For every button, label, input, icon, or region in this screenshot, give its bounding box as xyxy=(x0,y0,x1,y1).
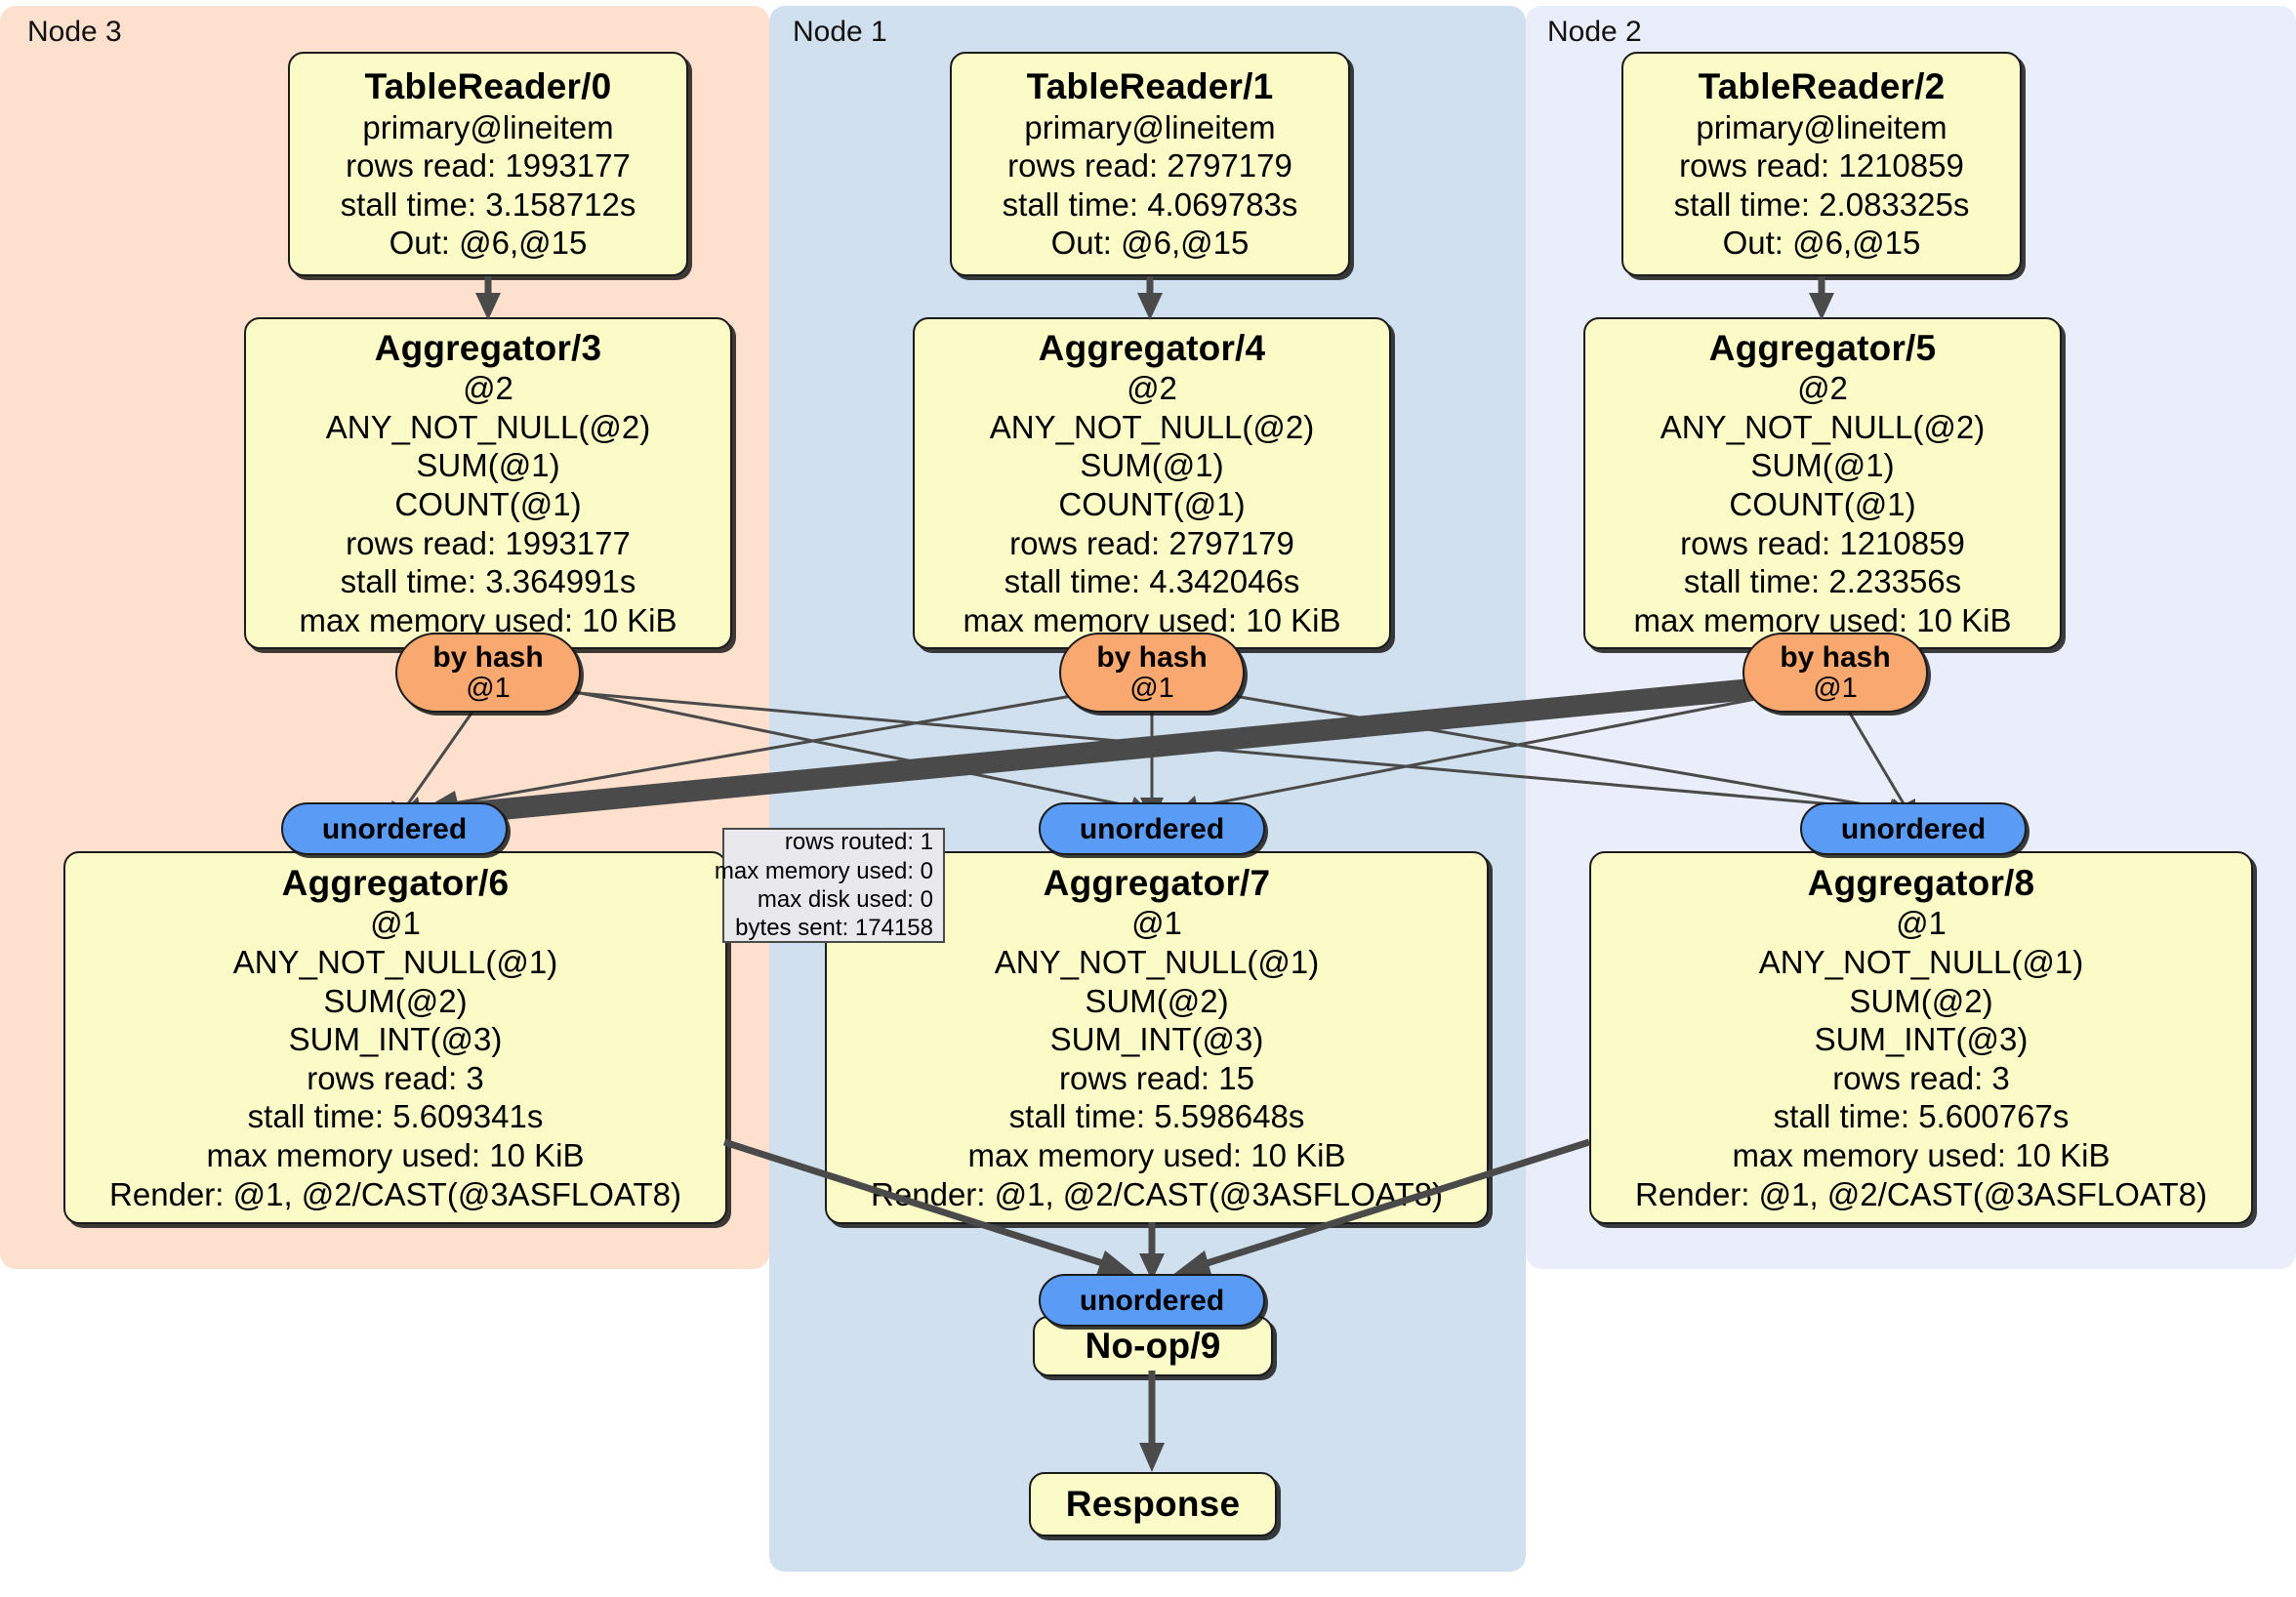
processor-title: Aggregator/5 xyxy=(1708,327,1937,368)
tooltip-line: max disk used: 0 xyxy=(757,886,933,913)
router-column-label: @1 xyxy=(1129,672,1174,704)
processor-detail: rows read: 2797179 xyxy=(1007,147,1292,184)
processor-title: Aggregator/7 xyxy=(1043,862,1271,903)
processor-title: Aggregator/4 xyxy=(1038,327,1266,368)
tooltip-line: rows routed: 1 xyxy=(784,829,933,856)
processor-detail: rows read: 1210859 xyxy=(1680,524,1965,561)
router-by-hash-center[interactable]: by hash @1 xyxy=(1059,633,1245,713)
router-column-label: @1 xyxy=(466,672,511,704)
processor-detail: stall time: 5.600767s xyxy=(1773,1098,2070,1135)
processor-title: TableReader/0 xyxy=(364,65,612,106)
processor-title: No-op/9 xyxy=(1085,1326,1221,1367)
processor-detail: primary@lineitem xyxy=(362,108,614,145)
processor-detail: COUNT(@1) xyxy=(1058,486,1246,523)
stream-unordered-center[interactable]: unordered xyxy=(1039,802,1265,855)
processor-detail: max memory used: 10 KiB xyxy=(1732,1137,2111,1174)
processor-detail: ANY_NOT_NULL(@1) xyxy=(232,944,558,981)
processor-detail: ANY_NOT_NULL(@2) xyxy=(989,408,1315,445)
router-by-hash-left[interactable]: by hash @1 xyxy=(395,633,581,713)
processor-detail: stall time: 2.083325s xyxy=(1673,185,1970,223)
processor-detail: rows read: 1210859 xyxy=(1679,147,1964,184)
processor-title: Response xyxy=(1065,1484,1241,1525)
processor-detail: rows read: 1993177 xyxy=(346,147,631,184)
stream-unordered-right[interactable]: unordered xyxy=(1800,802,2027,855)
stream-stats-tooltip: rows routed: 1 max memory used: 0 max di… xyxy=(715,828,945,943)
processor-detail: ANY_NOT_NULL(@1) xyxy=(1758,944,2084,981)
stream-unordered-left[interactable]: unordered xyxy=(281,802,508,855)
cluster-label-node2: Node 2 xyxy=(1547,16,1642,48)
processor-detail: rows read: 3 xyxy=(307,1059,484,1096)
processor-title: TableReader/1 xyxy=(1026,65,1274,106)
tooltip-line: max memory used: 0 xyxy=(714,857,933,884)
processor-detail: max memory used: 10 KiB xyxy=(206,1137,585,1174)
processor-detail: rows read: 2797179 xyxy=(1009,524,1294,561)
processor-detail: @1 xyxy=(1131,905,1182,942)
processor-detail: Render: @1, @2/CAST(@3ASFLOAT8) xyxy=(109,1175,681,1212)
processor-aggregator-3[interactable]: Aggregator/3 @2 ANY_NOT_NULL(@2) SUM(@1)… xyxy=(244,317,732,649)
stream-label: unordered xyxy=(1079,1284,1225,1317)
tooltip-line: bytes sent: 174158 xyxy=(735,915,933,942)
processor-detail: Out: @6,@15 xyxy=(1722,225,1921,262)
processor-detail: COUNT(@1) xyxy=(394,486,582,523)
cluster-label-node3: Node 3 xyxy=(27,16,122,48)
router-type-label: by hash xyxy=(432,640,544,674)
processor-detail: SUM(@2) xyxy=(1849,982,1993,1019)
processor-detail: SUM_INT(@3) xyxy=(288,1021,503,1058)
router-column-label: @1 xyxy=(1813,672,1858,704)
processor-detail: SUM(@1) xyxy=(1750,447,1895,484)
processor-detail: stall time: 3.158712s xyxy=(340,185,636,223)
processor-tablereader-2[interactable]: TableReader/2 primary@lineitem rows read… xyxy=(1621,52,2022,276)
processor-title: TableReader/2 xyxy=(1698,65,1946,106)
processor-detail: SUM(@1) xyxy=(416,447,560,484)
router-by-hash-right[interactable]: by hash @1 xyxy=(1742,633,1928,713)
processor-detail: rows read: 3 xyxy=(1832,1059,2010,1096)
processor-detail: SUM_INT(@3) xyxy=(1814,1021,2029,1058)
processor-detail: stall time: 4.342046s xyxy=(1004,563,1300,600)
processor-detail: max memory used: 10 KiB xyxy=(967,1137,1346,1174)
processor-detail: @2 xyxy=(1797,370,1848,407)
stream-label: unordered xyxy=(1840,812,1987,845)
stream-unordered-final[interactable]: unordered xyxy=(1039,1274,1265,1327)
processor-title: Aggregator/6 xyxy=(281,862,510,903)
processor-aggregator-4[interactable]: Aggregator/4 @2 ANY_NOT_NULL(@2) SUM(@1)… xyxy=(913,317,1391,649)
processor-tablereader-1[interactable]: TableReader/1 primary@lineitem rows read… xyxy=(950,52,1350,276)
processor-detail: primary@lineitem xyxy=(1696,108,1948,145)
processor-tablereader-0[interactable]: TableReader/0 primary@lineitem rows read… xyxy=(288,52,688,276)
processor-aggregator-6[interactable]: Aggregator/6 @1 ANY_NOT_NULL(@1) SUM(@2)… xyxy=(63,851,727,1224)
processor-detail: @2 xyxy=(463,370,513,407)
processor-detail: Out: @6,@15 xyxy=(389,225,588,262)
processor-detail: ANY_NOT_NULL(@2) xyxy=(325,408,651,445)
processor-detail: Out: @6,@15 xyxy=(1050,225,1250,262)
router-type-label: by hash xyxy=(1780,640,1891,674)
processor-detail: @1 xyxy=(370,905,421,942)
processor-detail: SUM(@2) xyxy=(323,982,468,1019)
processor-detail: SUM(@1) xyxy=(1080,447,1224,484)
processor-aggregator-5[interactable]: Aggregator/5 @2 ANY_NOT_NULL(@2) SUM(@1)… xyxy=(1583,317,2062,649)
processor-detail: rows read: 15 xyxy=(1059,1059,1254,1096)
processor-detail: stall time: 4.069783s xyxy=(1002,185,1298,223)
router-type-label: by hash xyxy=(1096,640,1208,674)
processor-detail: stall time: 2.23356s xyxy=(1683,563,1962,600)
processor-detail: stall time: 5.598648s xyxy=(1008,1098,1305,1135)
stream-label: unordered xyxy=(1079,812,1225,845)
processor-response[interactable]: Response xyxy=(1029,1472,1277,1536)
processor-detail: stall time: 3.364991s xyxy=(340,563,636,600)
processor-detail: Render: @1, @2/CAST(@3ASFLOAT8) xyxy=(1635,1175,2207,1212)
processor-detail: rows read: 1993177 xyxy=(346,524,631,561)
processor-detail: COUNT(@1) xyxy=(1729,486,1916,523)
processor-detail: ANY_NOT_NULL(@2) xyxy=(1660,408,1986,445)
processor-title: Aggregator/8 xyxy=(1807,862,2035,903)
processor-detail: @2 xyxy=(1127,370,1177,407)
processor-detail: SUM_INT(@3) xyxy=(1049,1021,1264,1058)
stream-label: unordered xyxy=(321,812,468,845)
processor-detail: @1 xyxy=(1896,905,1947,942)
processor-aggregator-8[interactable]: Aggregator/8 @1 ANY_NOT_NULL(@1) SUM(@2)… xyxy=(1589,851,2253,1224)
processor-detail: Render: @1, @2/CAST(@3ASFLOAT8) xyxy=(871,1175,1443,1212)
processor-detail: ANY_NOT_NULL(@1) xyxy=(994,944,1320,981)
processor-detail: SUM(@2) xyxy=(1085,982,1229,1019)
cluster-label-node1: Node 1 xyxy=(793,16,887,48)
processor-detail: primary@lineitem xyxy=(1024,108,1276,145)
processor-title: Aggregator/3 xyxy=(374,327,602,368)
processor-detail: stall time: 5.609341s xyxy=(247,1098,544,1135)
